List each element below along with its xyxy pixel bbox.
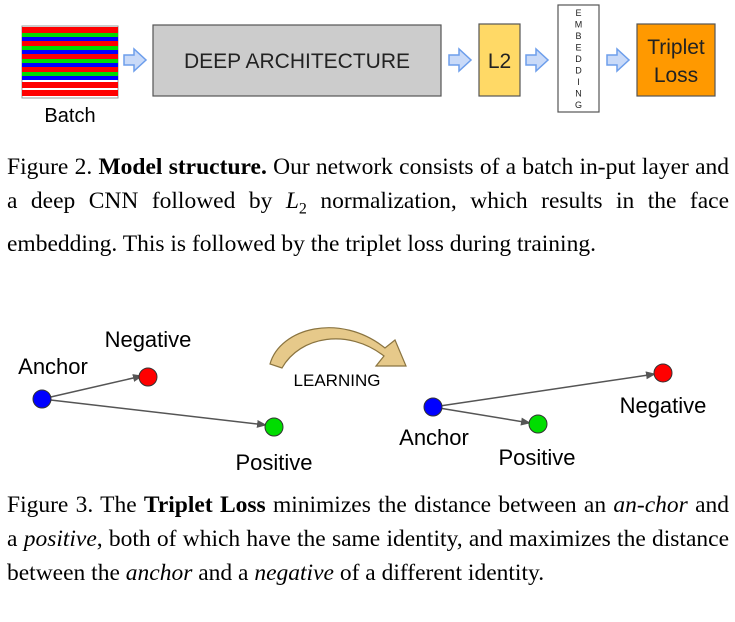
caption-anchor-term-2: anchor bbox=[125, 560, 193, 586]
caption-title: Model structure. bbox=[98, 154, 267, 180]
learning-label: LEARNING bbox=[294, 371, 381, 390]
right-negative-label: Negative bbox=[620, 393, 707, 418]
deep-architecture-label: DEEP ARCHITECTURE bbox=[184, 50, 410, 73]
caption-negative-term: negative bbox=[254, 560, 334, 586]
flow-arrow-icon bbox=[525, 47, 550, 73]
negative-dot bbox=[653, 363, 673, 383]
deep-architecture-box bbox=[152, 24, 442, 97]
figure-2-caption: Figure 2. Model structure. Our network c… bbox=[7, 150, 729, 261]
figure-3-caption: Figure 3. The Triplet Loss minimizes the… bbox=[7, 488, 729, 590]
anchor-negative-edge bbox=[41, 374, 143, 400]
embedding-letter: D bbox=[575, 66, 582, 76]
batch-label: Batch bbox=[44, 105, 95, 127]
flow-arrow-icon bbox=[606, 47, 631, 73]
left-anchor-label: Anchor bbox=[18, 354, 88, 379]
caption-title: Triplet Loss bbox=[143, 492, 266, 518]
caption-text-4: and a bbox=[198, 560, 249, 586]
flow-arrow-icon bbox=[123, 47, 148, 73]
embedding-letter: D bbox=[575, 54, 582, 64]
anchor-dot bbox=[32, 389, 52, 409]
caption-text-3: , both of which have the same identity, … bbox=[7, 526, 730, 586]
caption-text: Our network consists of a batch in-put l… bbox=[7, 154, 730, 214]
positive-dot bbox=[528, 414, 548, 434]
left-positive-label: Positive bbox=[235, 450, 312, 475]
embedding-letter: M bbox=[575, 20, 583, 30]
learning-arrow-icon bbox=[269, 327, 407, 369]
triplet-loss-diagram: Negative Anchor Positive LEARNING Anchor… bbox=[18, 327, 707, 475]
embedding-box bbox=[557, 4, 600, 113]
caption-prefix: Figure 2. bbox=[7, 154, 93, 180]
embedding-letter: B bbox=[575, 31, 581, 41]
l2-box bbox=[478, 23, 521, 97]
anchor-positive-edge bbox=[41, 398, 267, 428]
caption-positive-term: positive bbox=[23, 526, 97, 552]
right-positive-label: Positive bbox=[498, 445, 575, 470]
anchor-negative-edge bbox=[432, 371, 656, 408]
embedding-letter: I bbox=[577, 77, 580, 87]
flow-arrow-icon bbox=[448, 47, 473, 73]
positive-dot bbox=[264, 417, 284, 437]
caption-text-5: of a different identity. bbox=[339, 560, 545, 586]
anchor-dot bbox=[423, 397, 443, 417]
caption-math: L2 bbox=[285, 188, 307, 218]
caption-prefix: Figure 3. The bbox=[7, 492, 137, 518]
figure-3: Negative Anchor Positive LEARNING Anchor… bbox=[0, 310, 735, 586]
embedding-letter: E bbox=[575, 8, 581, 18]
triplet-loss-label-line1: Triplet bbox=[647, 36, 705, 59]
embedding-letter: G bbox=[575, 100, 582, 110]
caption-anchor-term: an-chor bbox=[613, 492, 688, 518]
triplet-loss-box bbox=[636, 23, 716, 97]
caption-text: minimizes the distance between an bbox=[272, 492, 607, 518]
triplet-loss-label-line2: Loss bbox=[654, 64, 698, 87]
left-negative-label: Negative bbox=[105, 327, 192, 352]
batch-stack bbox=[21, 25, 119, 99]
l2-label: L2 bbox=[488, 50, 511, 73]
right-anchor-label: Anchor bbox=[399, 425, 469, 450]
anchor-positive-edge bbox=[432, 406, 531, 426]
embedding-letter: N bbox=[575, 89, 582, 99]
caption-text-2: and a bbox=[7, 492, 730, 552]
embedding-letter: E bbox=[575, 43, 581, 53]
negative-dot bbox=[138, 367, 158, 387]
caption-text-2: normalization, which results in the face… bbox=[7, 188, 730, 257]
